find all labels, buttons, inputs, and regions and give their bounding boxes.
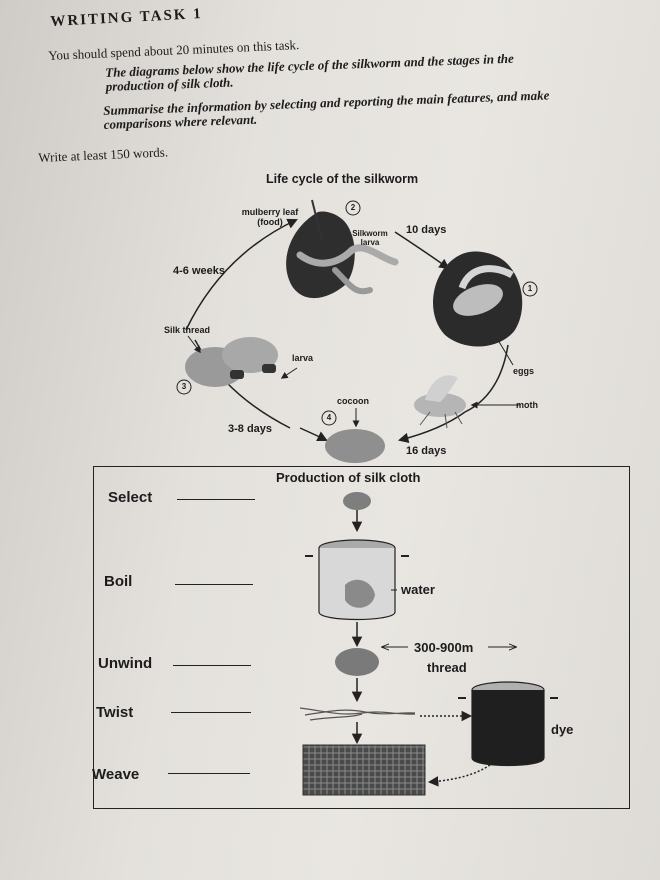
four-six-weeks-label: 4-6 weeks — [173, 265, 225, 277]
three-eight-days-label: 3-8 days — [228, 423, 273, 435]
step-number-2: 2 — [350, 203, 356, 212]
mulberry-leaf-label: mulberry leaf(food) — [241, 207, 299, 227]
larva-label: larva — [292, 353, 314, 363]
dye-label: dye — [551, 722, 574, 737]
stage-twist-label: Twist — [96, 704, 134, 721]
cocoon-label: cocoon — [337, 396, 370, 406]
stage-unwind-label: Unwind — [98, 655, 153, 672]
silk-thread-label: Silk thread — [164, 325, 211, 335]
woven-cloth-illustration — [302, 744, 426, 796]
dye-pot-illustration — [458, 681, 558, 767]
silk-thread-cocoons-illustration — [185, 335, 298, 387]
unwind-cocoon-illustration — [335, 648, 379, 676]
select-cocoon-illustration — [343, 492, 371, 510]
thread-label: thread — [427, 660, 467, 675]
moth-illustration — [414, 375, 466, 429]
mulberry-leaf-larva-illustration — [286, 199, 399, 299]
step-number-4: 4 — [326, 413, 332, 422]
cocoon-illustration — [325, 429, 385, 463]
sixteen-days-label: 16 days — [406, 445, 447, 457]
step-number-1: 1 — [527, 284, 533, 293]
stage-select-label: Select — [108, 489, 153, 506]
moth-label: moth — [516, 400, 538, 410]
stage-weave-answer-line — [168, 773, 250, 774]
stage-boil-answer-line — [175, 584, 253, 585]
eggs-label: eggs — [513, 366, 535, 376]
step-number-3: 3 — [181, 382, 187, 391]
stage-weave-label: Weave — [92, 766, 140, 783]
stage-boil-label: Boil — [104, 573, 133, 590]
step-number-circles — [176, 200, 538, 426]
production-title: Production of silk cloth — [276, 470, 421, 485]
twisted-thread-illustration — [299, 707, 416, 721]
stage-twist-answer-line — [171, 712, 251, 713]
life-cycle-title: Life cycle of the silkworm — [266, 172, 419, 186]
thread-length-label: 300-900m — [414, 640, 474, 655]
life-cycle-circle — [185, 218, 509, 444]
stage-unwind-answer-line — [173, 665, 251, 666]
water-label: water — [401, 582, 435, 597]
leaf-moth-eggs-illustration — [433, 251, 523, 366]
dye-to-weave-arrow — [427, 764, 491, 787]
boiling-pot-illustration — [305, 539, 409, 621]
stage-select-answer-line — [177, 499, 255, 500]
production-diagram-box — [93, 466, 630, 809]
ten-days-label: 10 days — [406, 224, 447, 236]
